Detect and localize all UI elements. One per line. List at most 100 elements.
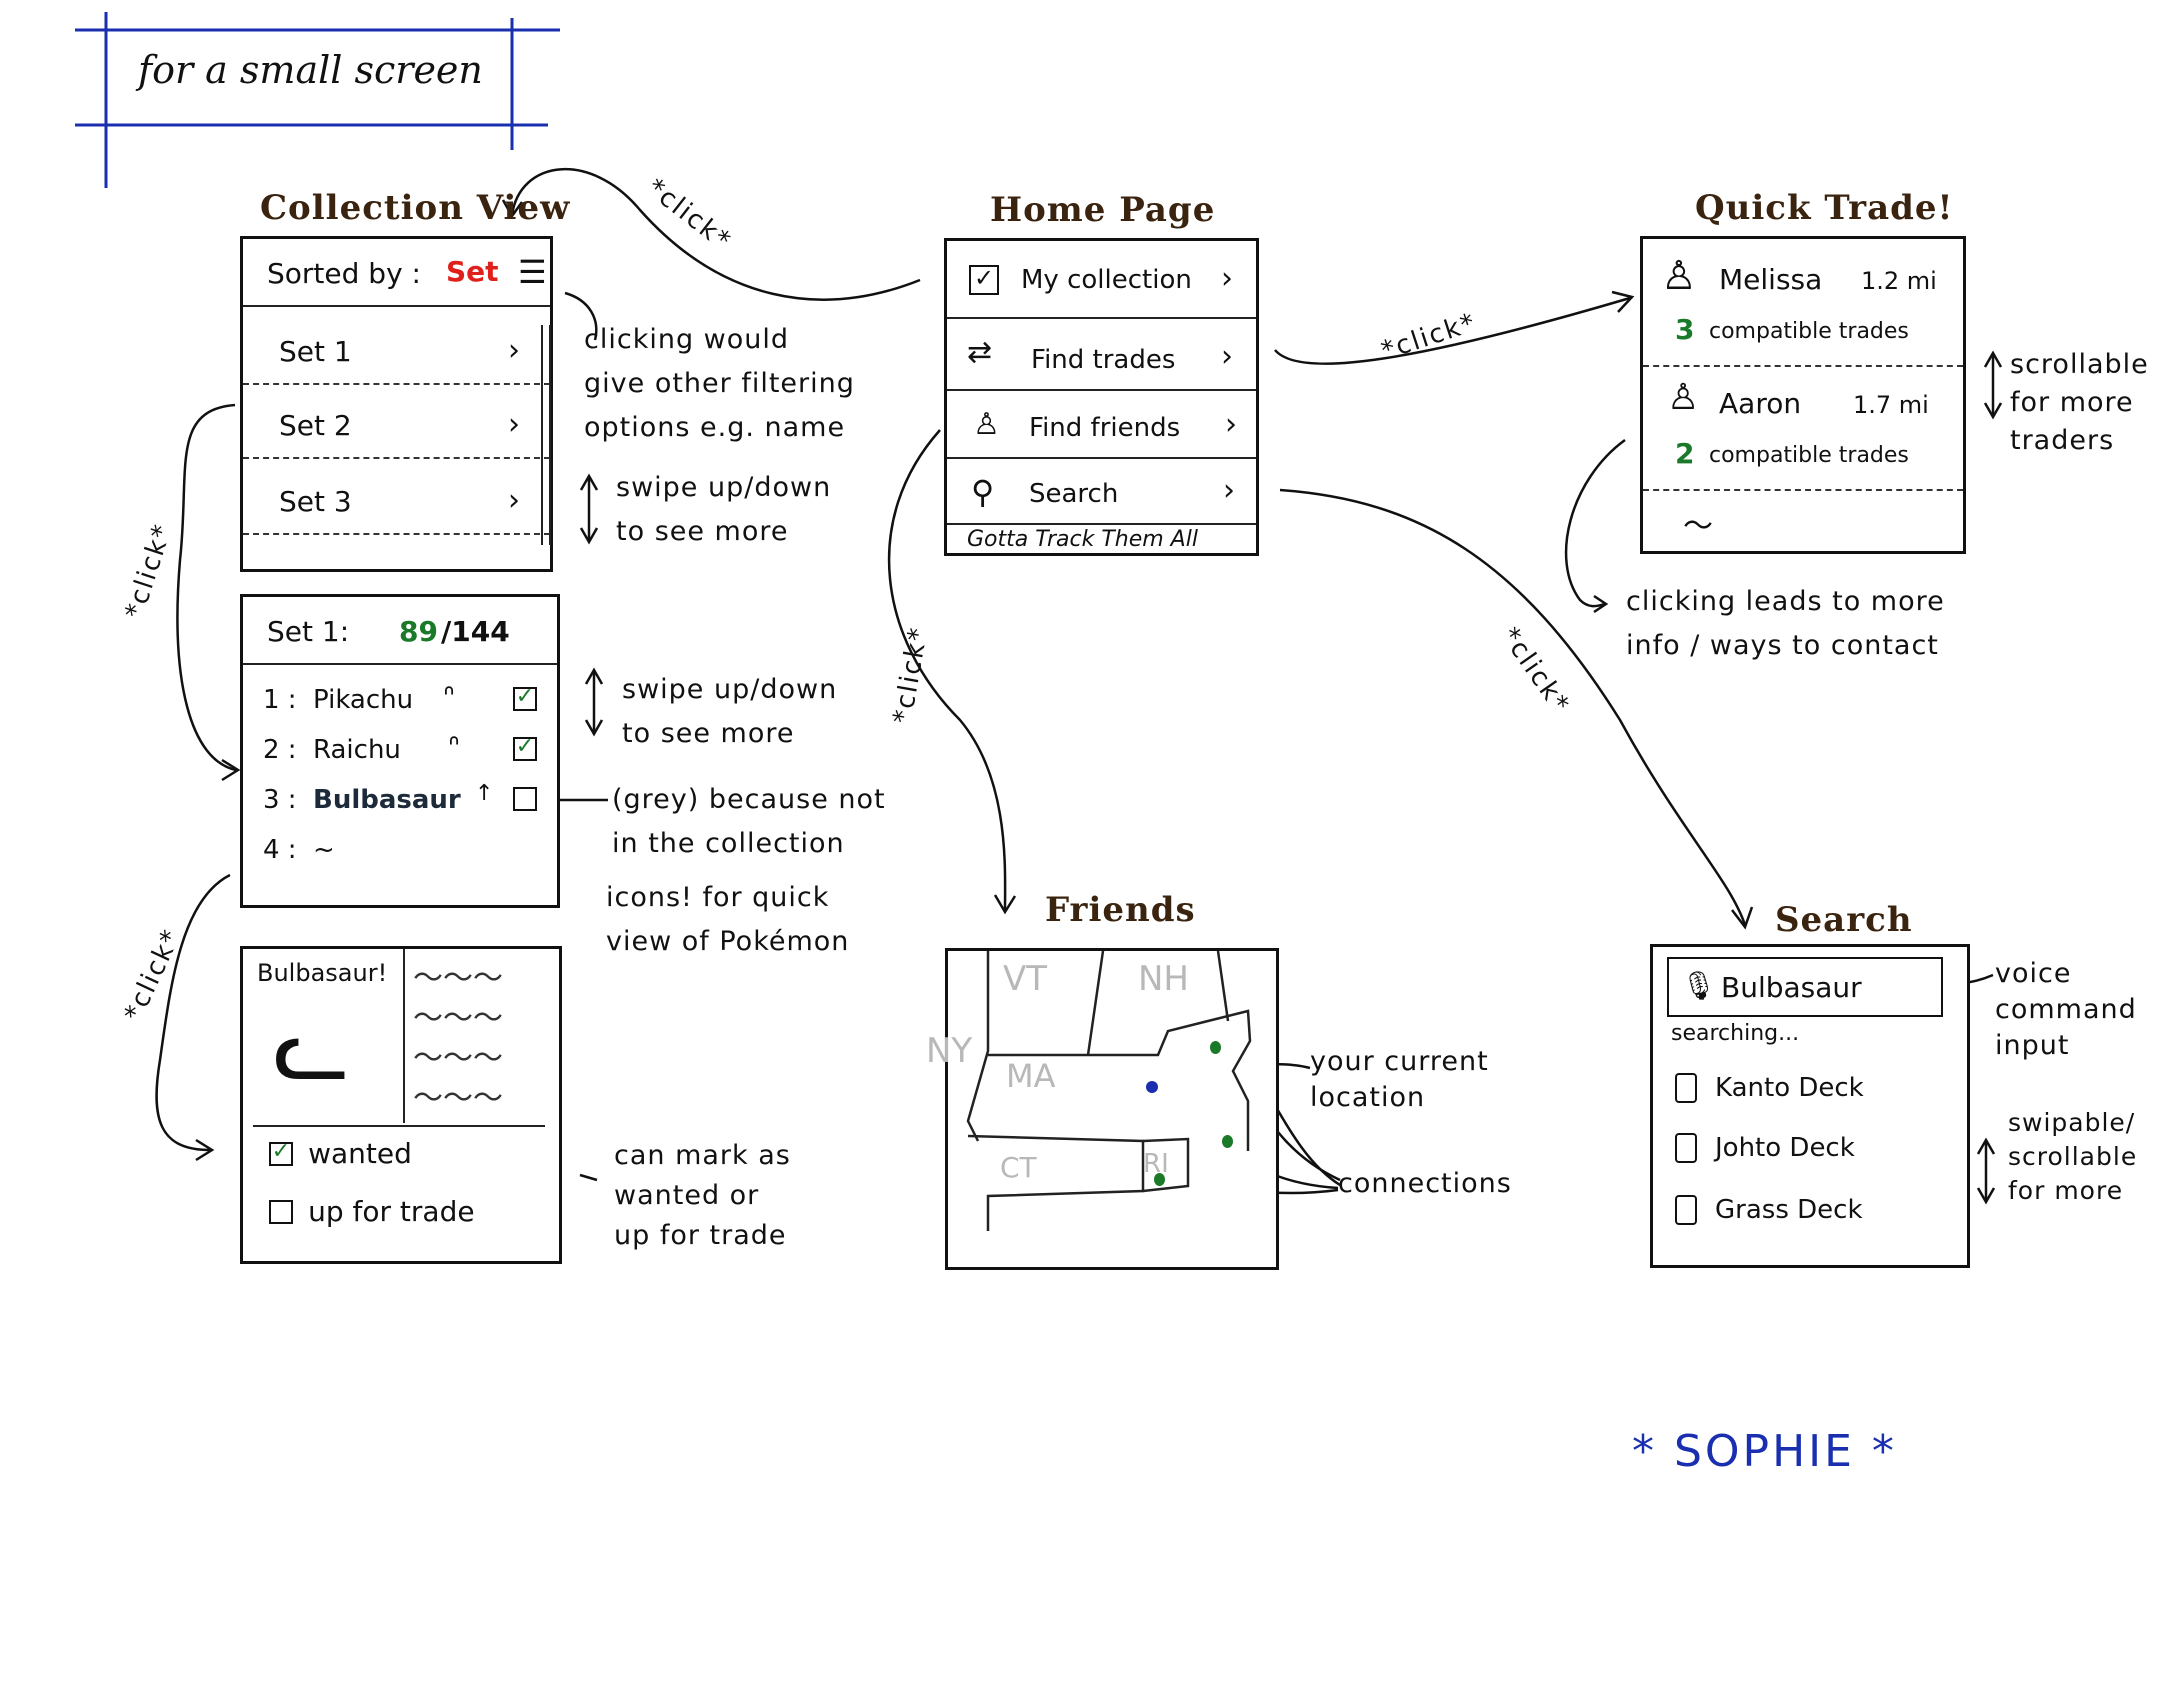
annotation-mark: can mark as wanted or up for trade [614,1140,791,1251]
avatar-icon: ♙ [1661,253,1697,299]
trader-row[interactable]: ♙ Aaron 1.7 mi 2 compatible trades [1643,373,1963,491]
quick-trade-title: Quick Trade! [1695,188,1954,228]
home-item-find-trades[interactable]: ⇄ Find trades › [947,323,1256,391]
card-name: Bulbasaur! [257,959,388,987]
search-screen: 🎙 Bulbasaur searching... Kanto Deck Joht… [1650,944,1970,1268]
home-footer: Gotta Track Them All [967,527,1198,552]
state-label: VT [1003,959,1048,999]
annotation-filtering: clicking would give other filtering opti… [584,324,855,443]
pokemon-name-grey: Bulbasaur [313,785,461,815]
scrollbar[interactable] [541,325,551,545]
avatar-icon: ♙ [1667,377,1700,418]
chevron-right-icon: › [508,483,520,518]
set-item[interactable]: Set 2 › [243,389,550,459]
pokemon-number: 4 : [263,835,297,865]
pokemon-name: Pikachu [313,685,414,715]
pokemon-row[interactable]: 4 : ~ [243,829,557,875]
annotation-swipe-sets: swipe up/down to see more [616,472,832,547]
pokemon-number: 3 : [263,785,297,815]
annotation-connections: connections [1338,1168,1512,1199]
person-icon: ♙ [973,407,1000,442]
home-item-label: My collection [1021,265,1192,295]
annotation-swipable: swipable/ scrollable for more [2008,1108,2138,1205]
trader-distance: 1.2 mi [1861,267,1937,295]
bulbasaur-icon: ↑ [475,781,494,806]
trade-checkbox[interactable] [269,1199,293,1224]
chevron-right-icon: › [1221,261,1233,296]
annotation-voice: voice command input [1995,958,2137,1061]
pokemon-number: 2 : [263,735,297,765]
pokemon-row[interactable]: 3 : Bulbasaur ↑ [243,779,557,825]
owned-checkbox-checked[interactable]: ✓ [513,686,537,711]
trader-row[interactable]: ♙ Melissa 1.2 mi 3 compatible trades [1643,249,1963,367]
home-page-title: Home Page [990,190,1216,230]
bulbasaur-drawing-icon: ᓚ [273,996,350,1101]
deck-icon [1675,1073,1697,1103]
state-label: NY [926,1031,973,1071]
annotation-location: your current location [1310,1046,1489,1113]
page-header: for a small screen [138,48,483,92]
owned-count: 89 [399,615,438,648]
pokemon-name: Raichu [313,735,401,765]
deck-icon [1675,1133,1697,1163]
deck-icon [1675,1195,1697,1225]
state-label: NH [1138,959,1189,999]
trader-name: Melissa [1719,263,1823,296]
annotation-icons: icons! for quick view of Pokémon [606,882,850,957]
set-item-label: Set 3 [279,485,352,518]
search-icon: ⚲ [971,473,995,511]
wanted-checkbox[interactable]: ✓ [269,1140,293,1166]
wanted-label: wanted [308,1137,412,1170]
card-detail-screen: Bulbasaur! ᓚ 〜〜〜〜〜〜〜〜〜〜〜〜 ✓ wanted up fo… [240,946,562,1264]
card-image-panel: Bulbasaur! ᓚ [243,949,405,1123]
home-item-collection[interactable]: ✓ My collection › [947,241,1256,319]
trader-distance: 1.7 mi [1853,391,1929,419]
home-item-find-friends[interactable]: ♙ Find friends › [947,395,1256,459]
card-description: 〜〜〜〜〜〜〜〜〜〜〜〜 [413,961,503,1116]
pokemon-row[interactable]: 1 : Pikachu ᐢ ✓ [243,679,557,725]
quick-trade-screen: ♙ Melissa 1.2 mi 3 compatible trades ♙ A… [1640,236,1966,554]
connection-marker[interactable] [1210,1041,1221,1054]
set-item[interactable]: Set 1 › [243,315,550,385]
sort-value[interactable]: Set [446,255,499,288]
search-status: searching... [1671,1021,1800,1046]
menu-icon[interactable]: ☰ [518,253,547,291]
chevron-right-icon: › [1225,407,1237,442]
sort-bar[interactable]: Sorted by : Set ☰ [243,239,550,307]
owned-checkbox-empty[interactable] [513,787,537,811]
wanted-option[interactable]: ✓ wanted [269,1137,412,1181]
trade-option[interactable]: up for trade [269,1195,475,1239]
pokemon-name: ~ [313,835,335,865]
current-location-marker[interactable] [1146,1081,1158,1093]
set-detail-header: Set 1: 89 /144 [243,597,557,665]
search-input[interactable]: 🎙 Bulbasaur [1667,957,1943,1017]
more-placeholder: 〜 [1683,509,1713,544]
set-item-label: Set 2 [279,409,352,442]
search-result-label: Kanto Deck [1715,1073,1864,1103]
set-item[interactable]: Set 3 › [243,465,550,535]
set-item-label: Set 1 [279,335,352,368]
search-title: Search [1775,900,1913,940]
raichu-icon: ᐢ [448,729,460,764]
chevron-right-icon: › [508,407,520,442]
pokemon-row[interactable]: 2 : Raichu ᐢ ✓ [243,729,557,775]
owned-checkbox-checked[interactable]: ✓ [513,736,537,761]
search-result-label: Johto Deck [1715,1133,1855,1163]
connection-marker[interactable] [1222,1135,1233,1148]
annotation-grey: (grey) because not in the collection [612,784,886,859]
friends-map-screen[interactable]: VT NH NY MA CT RI [926,948,1279,1270]
collection-view-screen: Sorted by : Set ☰ Set 1 › Set 2 › Set 3 … [240,236,553,572]
sort-label: Sorted by : [267,257,421,290]
checkbox-icon: ✓ [969,265,999,295]
connection-marker[interactable] [1154,1173,1165,1186]
search-query: Bulbasaur [1721,971,1862,1004]
chevron-right-icon: › [1221,339,1233,374]
trade-count: 3 [1675,313,1695,346]
collection-view-title: Collection View [260,188,571,228]
home-item-label: Find friends [1029,413,1181,443]
microphone-icon[interactable]: 🎙 [1681,969,1717,1002]
total-count: /144 [441,615,510,648]
home-item-search[interactable]: ⚲ Search › [947,463,1256,525]
annotation-contact: clicking leads to more info / ways to co… [1626,586,1945,661]
chevron-right-icon: › [508,333,520,368]
